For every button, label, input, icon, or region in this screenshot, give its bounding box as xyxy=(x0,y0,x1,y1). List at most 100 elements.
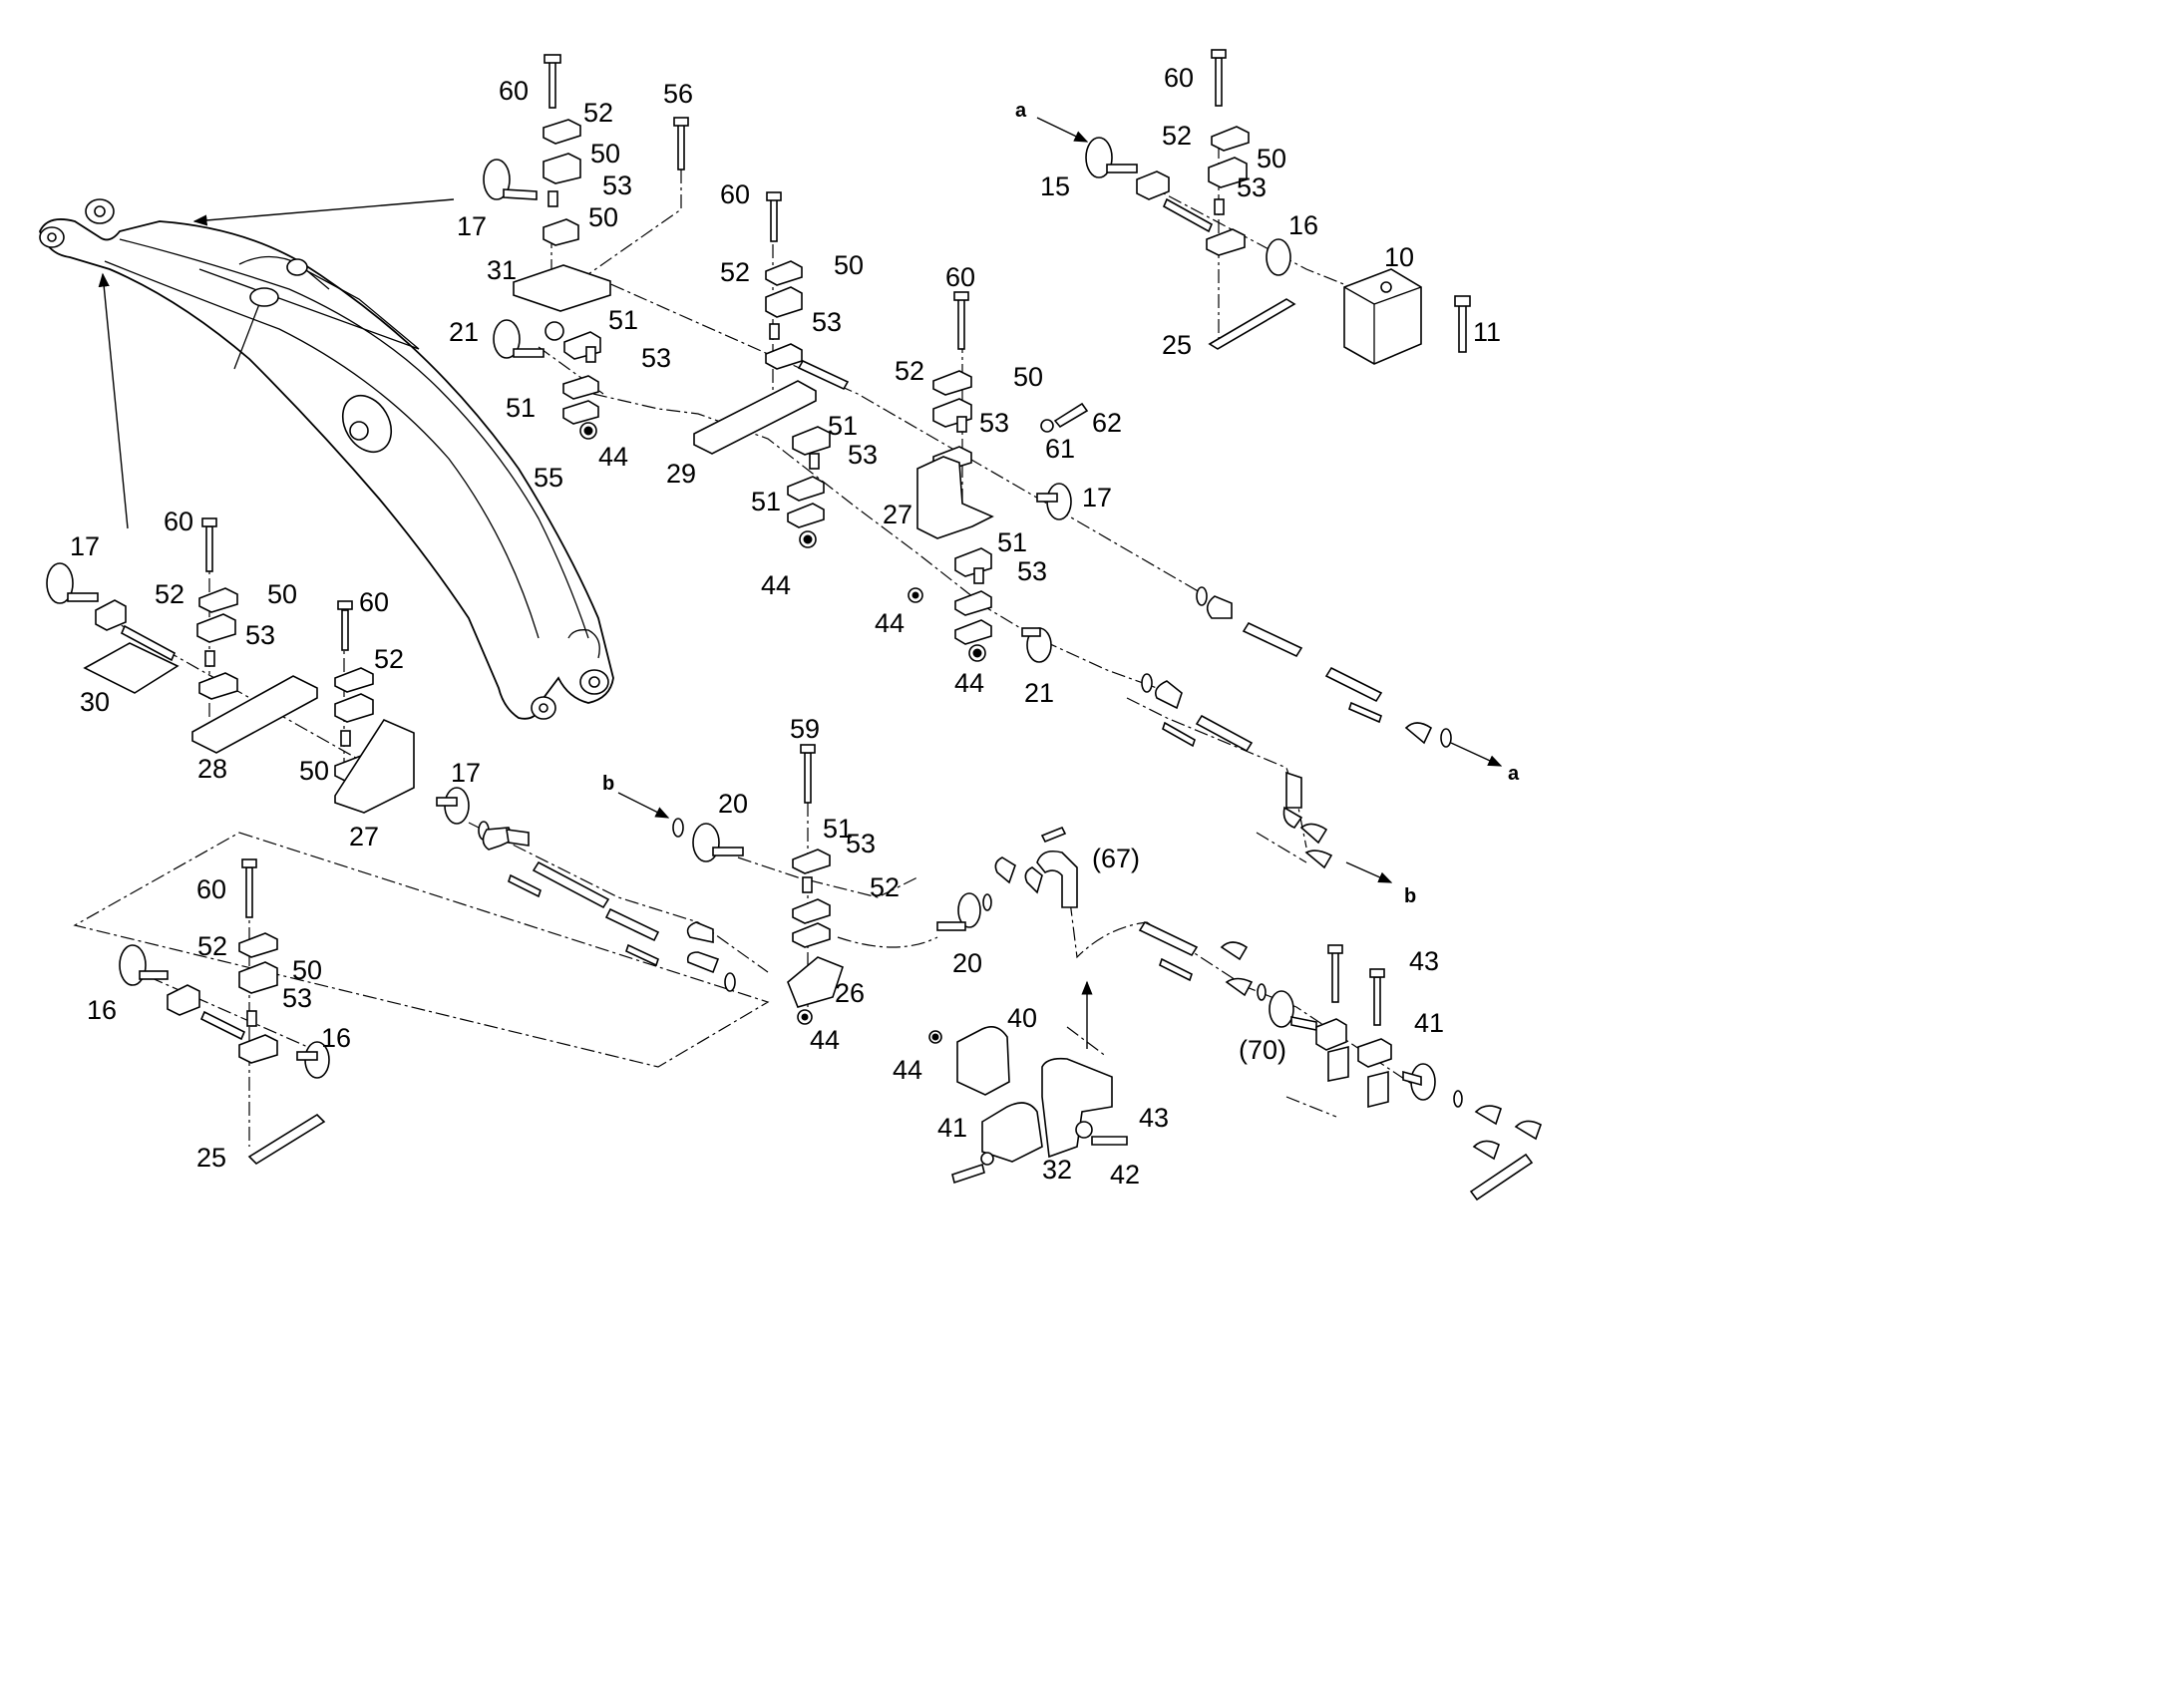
label-53: 53 xyxy=(848,440,878,470)
label-20: 20 xyxy=(952,948,982,978)
label-60: 60 xyxy=(945,262,975,292)
label-28: 28 xyxy=(197,754,227,784)
label-56: 56 xyxy=(663,79,693,109)
label-53: 53 xyxy=(1017,556,1047,586)
middle-assembly xyxy=(692,744,992,1025)
label-51: 51 xyxy=(823,814,853,844)
label-41: 41 xyxy=(937,1113,967,1143)
label-59: 59 xyxy=(790,714,820,744)
label-44: 44 xyxy=(954,668,984,698)
label-16: 16 xyxy=(321,1023,351,1053)
label-67: (67) xyxy=(1092,844,1140,873)
label-60: 60 xyxy=(164,507,193,536)
label-53: 53 xyxy=(1237,172,1267,202)
ref-letter-b: b xyxy=(1404,885,1416,907)
clamp-stack-center xyxy=(693,191,850,548)
label-52: 52 xyxy=(720,257,750,287)
label-16: 16 xyxy=(1288,210,1318,240)
label-44: 44 xyxy=(598,442,628,472)
label-30: 30 xyxy=(80,687,110,717)
label-52: 52 xyxy=(895,356,924,386)
ref-letter-a: a xyxy=(1015,100,1027,122)
label-53: 53 xyxy=(812,307,842,337)
ref-letter-b: b xyxy=(602,773,614,795)
label-29: 29 xyxy=(666,459,696,489)
left-assembly xyxy=(46,517,470,825)
label-52: 52 xyxy=(197,931,227,961)
label-44: 44 xyxy=(761,570,791,600)
label-52: 52 xyxy=(583,98,613,128)
label-17: 17 xyxy=(451,758,481,788)
label-27: 27 xyxy=(883,500,912,529)
label-53: 53 xyxy=(846,829,876,858)
label-43: 43 xyxy=(1409,946,1439,976)
label-51: 51 xyxy=(506,393,536,423)
label-44: 44 xyxy=(875,608,905,638)
label-50: 50 xyxy=(1013,362,1043,392)
label-50: 50 xyxy=(588,202,618,232)
label-51: 51 xyxy=(751,487,781,516)
label-50: 50 xyxy=(267,579,297,609)
label-26: 26 xyxy=(835,978,865,1008)
clamp-stack-right-center xyxy=(908,291,1089,663)
label-50: 50 xyxy=(1257,144,1286,173)
label-17: 17 xyxy=(70,531,100,561)
label-25: 25 xyxy=(1162,330,1192,360)
label-55: 55 xyxy=(534,463,563,493)
hydraulic-piping-exploded-diagram: 60 52 50 53 50 56 17 31 21 51 53 51 44 5… xyxy=(39,49,1542,1201)
label-61: 61 xyxy=(1045,434,1075,464)
reference-letters: a a b b xyxy=(602,100,1520,907)
hose-assembly-right xyxy=(994,586,1452,1001)
label-52: 52 xyxy=(870,872,900,902)
label-44: 44 xyxy=(893,1055,922,1085)
hose-assembly-left xyxy=(478,818,736,992)
label-21: 21 xyxy=(1024,678,1054,708)
label-20: 20 xyxy=(718,789,748,819)
label-17: 17 xyxy=(1082,483,1112,512)
label-53: 53 xyxy=(282,983,312,1013)
label-50: 50 xyxy=(292,955,322,985)
label-51: 51 xyxy=(828,411,858,441)
label-50: 50 xyxy=(834,250,864,280)
bracket-assembly-bottom xyxy=(928,1026,1128,1185)
label-52: 52 xyxy=(374,644,404,674)
label-51: 51 xyxy=(997,527,1027,557)
ref-letter-a: a xyxy=(1508,763,1520,785)
label-17: 17 xyxy=(457,211,487,241)
dashed-box-assembly xyxy=(119,858,330,1166)
label-50: 50 xyxy=(299,756,329,786)
boom-arm xyxy=(39,198,614,720)
label-53: 53 xyxy=(641,343,671,373)
label-11: 11 xyxy=(1473,317,1501,347)
label-42: 42 xyxy=(1110,1160,1140,1190)
label-52: 52 xyxy=(1162,121,1192,151)
label-50: 50 xyxy=(590,139,620,169)
label-53: 53 xyxy=(602,171,632,200)
label-43: 43 xyxy=(1139,1103,1169,1133)
label-62: 62 xyxy=(1092,408,1122,438)
label-60: 60 xyxy=(196,874,226,904)
label-60: 60 xyxy=(1164,63,1194,93)
label-53: 53 xyxy=(245,620,275,650)
label-44: 44 xyxy=(810,1025,840,1055)
label-60: 60 xyxy=(720,179,750,209)
label-27: 27 xyxy=(349,822,379,852)
label-31: 31 xyxy=(487,255,517,285)
clamp-stack-top-center xyxy=(483,54,689,440)
label-32: 32 xyxy=(1042,1155,1072,1185)
label-15: 15 xyxy=(1040,171,1070,201)
label-10: 10 xyxy=(1384,242,1414,272)
lower-right-assembly xyxy=(1269,944,1542,1201)
label-53: 53 xyxy=(979,408,1009,438)
label-52: 52 xyxy=(155,579,184,609)
label-51: 51 xyxy=(608,305,638,335)
label-25: 25 xyxy=(196,1143,226,1173)
label-60: 60 xyxy=(359,587,389,617)
label-40: 40 xyxy=(1007,1003,1037,1033)
reference-arrows xyxy=(98,117,1503,1049)
label-70: (70) xyxy=(1239,1035,1286,1065)
label-60: 60 xyxy=(499,76,529,106)
label-16: 16 xyxy=(87,995,117,1025)
label-41: 41 xyxy=(1414,1008,1444,1038)
part-number-labels: 60 52 50 53 50 56 17 31 21 51 53 51 44 5… xyxy=(70,63,1501,1190)
